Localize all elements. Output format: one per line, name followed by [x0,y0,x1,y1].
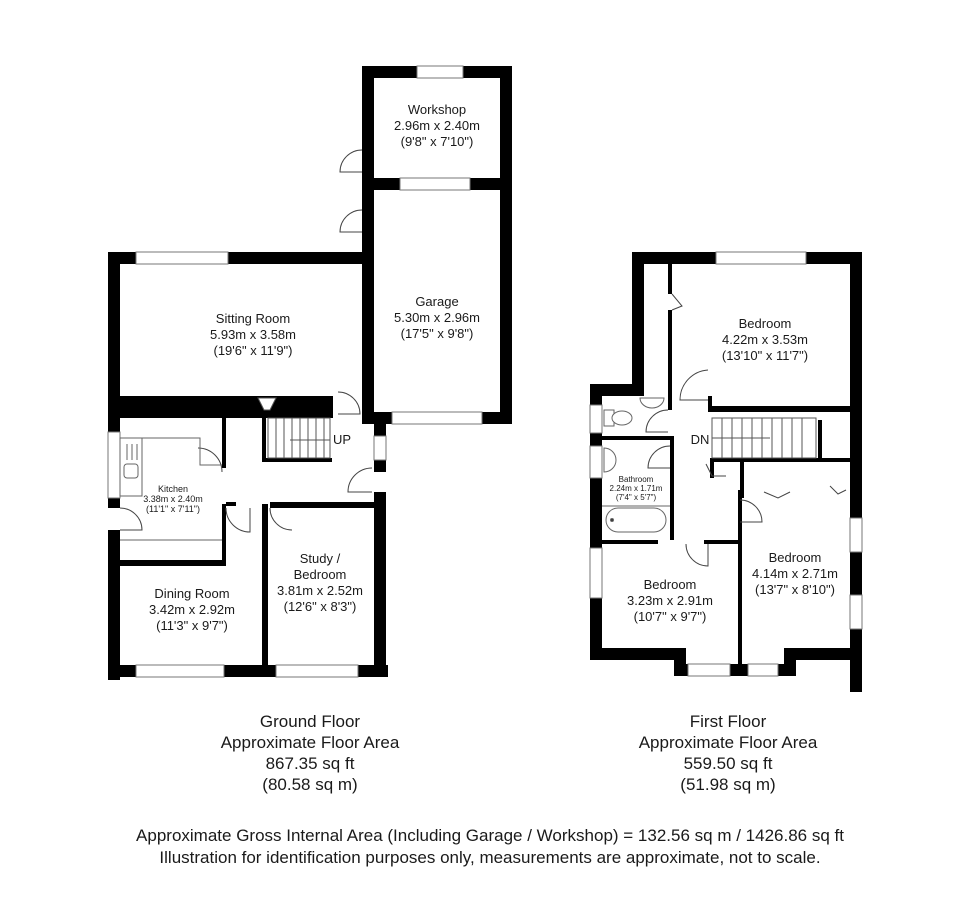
ground-floor-windows [107,65,483,678]
disclaimer-text: Illustration for identification purposes… [159,848,821,867]
bathroom-fixtures [602,397,670,533]
study-name-line2: Bedroom [294,567,347,582]
bedroom1-metric: 4.22m x 3.53m [722,332,808,347]
bedroom1-name: Bedroom [739,316,792,331]
workshop-name: Workshop [408,102,466,117]
sitting-room-imperial: (19'6" x 11'9") [214,343,293,358]
fireplace-icon [257,397,277,411]
first-floor-stairs [711,417,817,459]
footer: Approximate Gross Internal Area (Includi… [0,825,980,869]
ground-stairs [267,417,331,459]
room-labels: Workshop 2.96m x 2.40m (9'8" x 7'10") Ga… [143,102,838,633]
bedroom2-metric: 3.23m x 2.91m [627,593,713,608]
bedroom1-imperial: (13'10" x 11'7") [722,348,808,363]
study-metric: 3.81m x 2.52m [277,583,363,598]
kitchen-name: Kitchen [158,484,188,494]
first-floor-windows [589,251,863,677]
bathroom-name: Bathroom [619,475,654,484]
first-floor-plan [590,252,862,692]
first-floor-area-sqft: 559.50 sq ft [683,754,773,773]
first-floor-doors [645,293,847,567]
dining-room-metric: 3.42m x 2.92m [149,602,235,617]
first-floor-title: First Floor [689,712,767,731]
study-imperial: (12'6" x 8'3") [284,599,357,614]
ground-floor-title: Ground Floor [259,712,361,731]
dining-room-name: Dining Room [154,586,229,601]
ground-doors [119,149,373,533]
sitting-room-name: Sitting Room [216,311,290,326]
workshop-metric: 2.96m x 2.40m [394,118,480,133]
garage-imperial: (17'5" x 9'8") [401,326,474,341]
bedroom2-name: Bedroom [644,577,697,592]
first-floor-caption: First Floor Approximate Floor Area 559.5… [618,711,838,795]
workshop-imperial: (9'8" x 7'10") [401,134,474,149]
bedroom3-imperial: (13'7" x 8'10") [755,582,835,597]
garage-metric: 5.30m x 2.96m [394,310,480,325]
first-floor-area-label: Approximate Floor Area [638,733,818,752]
ground-floor-caption: Ground Floor Approximate Floor Area 867.… [200,711,420,795]
stairs-down-label: DN [691,432,710,447]
bedroom2-imperial: (10'7" x 9'7") [634,609,707,624]
kitchen-imperial: (11'1" x 7'11") [146,504,200,514]
bedroom3-name: Bedroom [769,550,822,565]
garage-name: Garage [415,294,458,309]
bathroom-imperial: (7'4" x 5'7") [616,493,657,502]
stairs-up-label: UP [333,432,351,447]
study-name-line1: Study / [300,551,341,566]
gross-area-text: Approximate Gross Internal Area (Includi… [136,826,844,845]
ground-floor-area-sqm: (80.58 sq m) [262,775,358,794]
kitchen-metric: 3.38m x 2.40m [143,494,203,504]
kitchen-units [119,437,222,541]
bedroom3-metric: 4.14m x 2.71m [752,566,838,581]
bathroom-metric: 2.24m x 1.71m [610,484,663,493]
ground-floor-area-sqft: 867.35 sq ft [265,754,355,773]
sitting-room-metric: 5.93m x 3.58m [210,327,296,342]
ground-floor-area-label: Approximate Floor Area [220,733,400,752]
dining-room-imperial: (11'3" x 9'7") [156,618,228,633]
first-floor-area-sqm: (51.98 sq m) [680,775,776,794]
